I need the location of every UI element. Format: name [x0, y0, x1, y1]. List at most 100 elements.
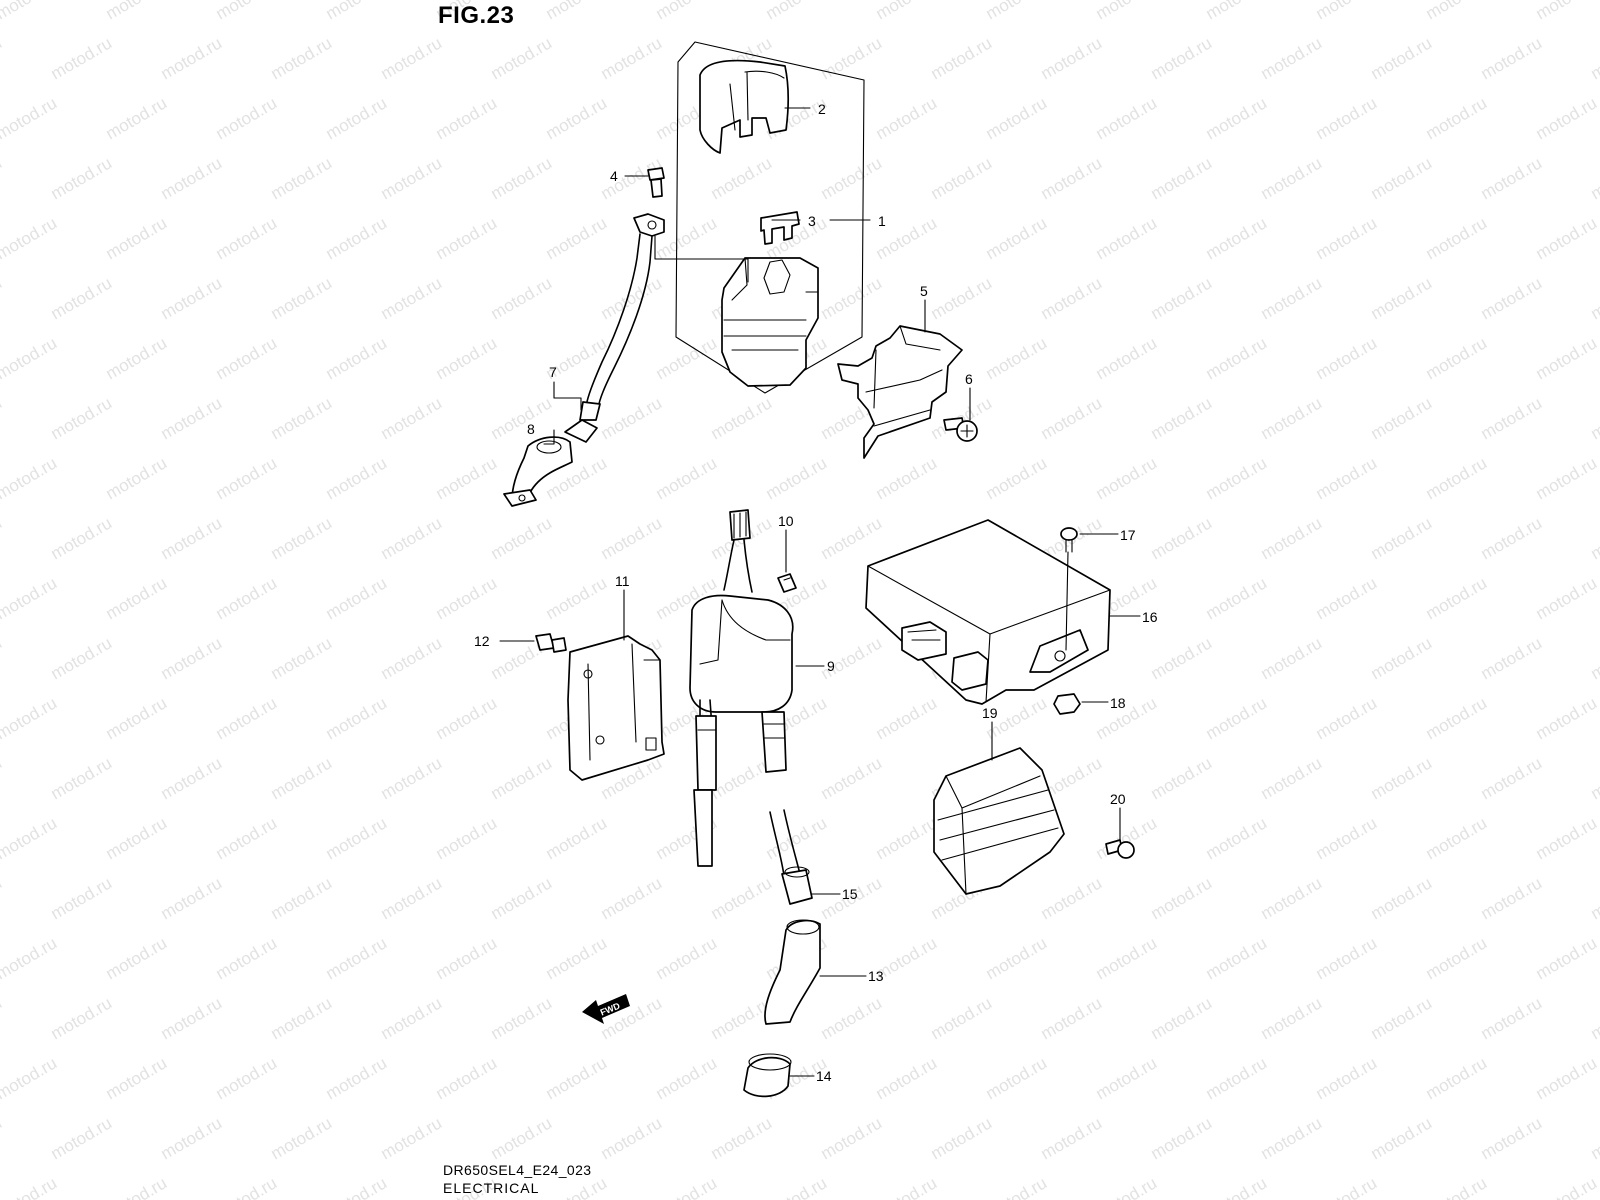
watermark-text: motod.ru — [0, 393, 5, 443]
watermark-text: motod.ru — [1203, 453, 1271, 503]
part-number-4: 4 — [610, 168, 618, 184]
watermark-text: motod.ru — [1093, 333, 1161, 383]
part-number-3: 3 — [808, 213, 816, 229]
watermark-text: motod.ru — [378, 1113, 446, 1163]
screw-part-6 — [943, 417, 978, 442]
watermark-text: motod.ru — [1533, 0, 1600, 23]
watermark-text: motod.ru — [1423, 933, 1491, 983]
watermark-text: motod.ru — [488, 1113, 556, 1163]
watermark-text: motod.ru — [1478, 873, 1546, 923]
watermark-text: motod.ru — [158, 273, 226, 323]
watermark-text: motod.ru — [1588, 1113, 1600, 1163]
watermark-text: motod.ru — [873, 0, 941, 23]
watermark-text: motod.ru — [1368, 633, 1436, 683]
coil-bracket — [567, 635, 665, 781]
watermark-text: motod.ru — [1313, 693, 1381, 743]
watermark-text: motod.ru — [653, 933, 721, 983]
watermark-text: motod.ru — [378, 33, 446, 83]
watermark-text: motod.ru — [0, 573, 60, 623]
watermark-text: motod.ru — [1038, 273, 1106, 323]
watermark-text: motod.ru — [48, 873, 116, 923]
watermark-text: motod.ru — [1533, 93, 1600, 143]
watermark-text: motod.ru — [1368, 873, 1436, 923]
part-number-19: 19 — [982, 705, 998, 721]
relay-bracket — [837, 325, 963, 459]
watermark-text: motod.ru — [213, 333, 281, 383]
watermark-text: motod.ru — [48, 513, 116, 563]
watermark-text: motod.ru — [928, 33, 996, 83]
nut-part-18 — [1053, 693, 1081, 715]
watermark-text: motod.ru — [873, 813, 941, 863]
watermark-text: motod.ru — [1203, 1173, 1271, 1200]
part-number-8: 8 — [527, 421, 535, 437]
watermark-text: motod.ru — [1478, 273, 1546, 323]
watermark-text: motod.ru — [1258, 273, 1326, 323]
watermark-text: motod.ru — [1313, 1053, 1381, 1103]
watermark-text: motod.ru — [1258, 993, 1326, 1043]
watermark-text: motod.ru — [708, 393, 776, 443]
watermark-text: motod.ru — [213, 933, 281, 983]
watermark-text: motod.ru — [818, 153, 886, 203]
starter-relay-body — [721, 257, 819, 387]
watermark-text: motod.ru — [1368, 753, 1436, 803]
watermark-text: motod.ru — [268, 513, 336, 563]
watermark-text: motod.ru — [0, 1053, 60, 1103]
watermark-text: motod.ru — [1588, 633, 1600, 683]
watermark-text: motod.ru — [103, 93, 171, 143]
watermark-text: motod.ru — [598, 393, 666, 443]
watermark-text: motod.ru — [543, 93, 611, 143]
watermark-text: motod.ru — [433, 93, 501, 143]
watermark-text: motod.ru — [1038, 393, 1106, 443]
watermark-text: motod.ru — [0, 33, 5, 83]
watermark-text: motod.ru — [0, 993, 5, 1043]
watermark-text: motod.ru — [1368, 273, 1436, 323]
watermark-text: motod.ru — [1423, 333, 1491, 383]
watermark-text: motod.ru — [323, 1173, 391, 1200]
watermark-text: motod.ru — [323, 333, 391, 383]
watermark-text: motod.ru — [1258, 1113, 1326, 1163]
part-number-6: 6 — [965, 371, 973, 387]
watermark-text: motod.ru — [1478, 633, 1546, 683]
watermark-text: motod.ru — [1368, 1113, 1436, 1163]
part-callouts: 2 3 1 4 5 6 7 8 9 10 11 12 13 14 15 16 — [474, 101, 1158, 1084]
watermark-text: motod.ru — [1148, 153, 1216, 203]
watermark-text: motod.ru — [103, 933, 171, 983]
watermark-text: motod.ru — [103, 333, 171, 383]
bolt-part-10 — [777, 573, 797, 593]
watermark-text: motod.ru — [1258, 633, 1326, 683]
watermark-text: motod.ru — [818, 273, 886, 323]
watermark-text: motod.ru — [0, 693, 60, 743]
watermark-text: motod.ru — [158, 753, 226, 803]
watermark-text: motod.ru — [268, 393, 336, 443]
watermark-text: motod.ru — [1038, 153, 1106, 203]
watermark-text: motod.ru — [103, 1173, 171, 1200]
watermark-text: motod.ru — [0, 213, 60, 263]
watermark-text: motod.ru — [983, 933, 1051, 983]
watermark-text: motod.ru — [158, 993, 226, 1043]
spark-plug-cap — [764, 919, 821, 1025]
watermark-text: motod.ru — [323, 813, 391, 863]
watermark-text: motod.ru — [543, 0, 611, 23]
watermark-text: motod.ru — [708, 873, 776, 923]
watermark-text: motod.ru — [268, 33, 336, 83]
watermark-text: motod.ru — [1093, 93, 1161, 143]
watermark-text: motod.ru — [378, 393, 446, 443]
assembly-outline-part-1 — [675, 41, 865, 394]
watermark-text: motod.ru — [0, 93, 60, 143]
watermark-text: motod.ru — [1533, 693, 1600, 743]
watermark-text: motod.ru — [1258, 33, 1326, 83]
watermark-text: motod.ru — [1203, 0, 1271, 23]
part-number-12: 12 — [474, 633, 490, 649]
watermark-text: motod.ru — [158, 633, 226, 683]
watermark-text: motod.ru — [0, 333, 60, 383]
watermark-text: motod.ru — [213, 573, 281, 623]
watermark-text: motod.ru — [1203, 1053, 1271, 1103]
watermark-text: motod.ru — [1533, 1053, 1600, 1103]
watermark-text: motod.ru — [1533, 933, 1600, 983]
watermark-text: motod.ru — [598, 513, 666, 563]
watermark-text: motod.ru — [983, 333, 1051, 383]
watermark-text: motod.ru — [268, 273, 336, 323]
figure-name: ELECTRICAL — [443, 1180, 540, 1196]
watermark-text: motod.ru — [433, 933, 501, 983]
watermark-text: motod.ru — [488, 513, 556, 563]
